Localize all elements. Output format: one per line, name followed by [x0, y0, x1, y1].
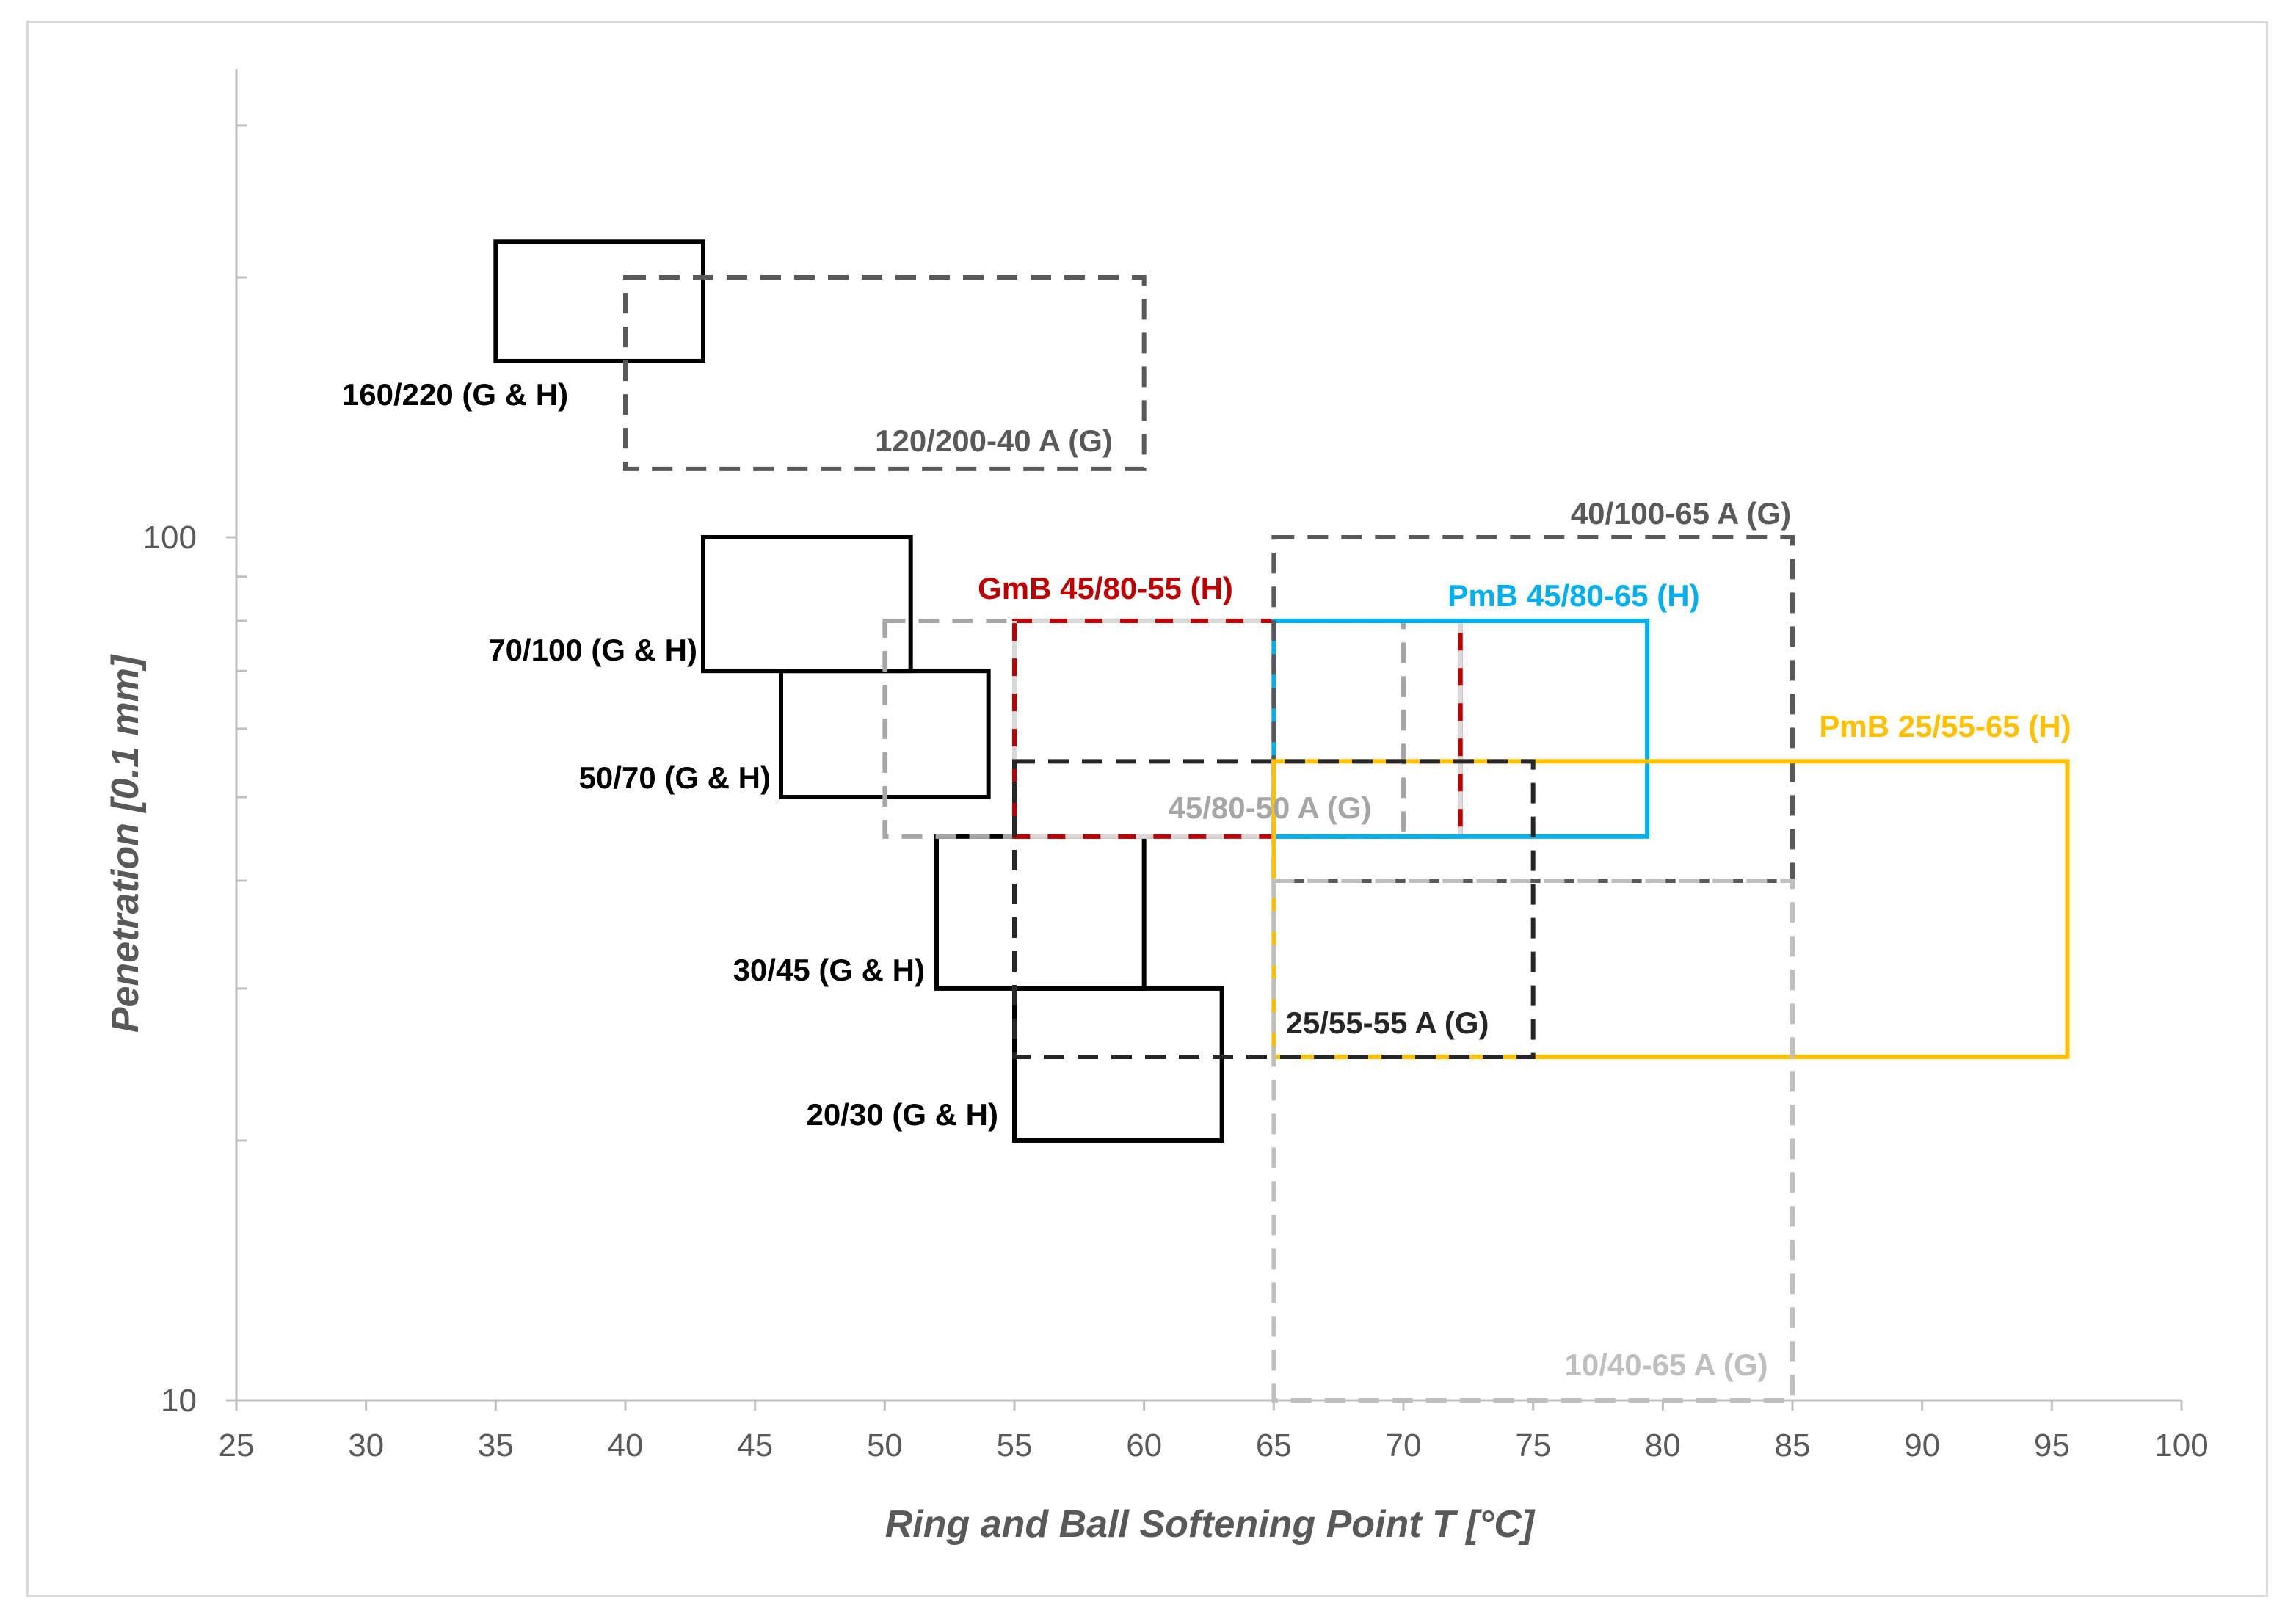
x-tick-label: 70	[1386, 1428, 1422, 1463]
box-label-45-80-50-a-g: 45/80-50 A (G)	[1169, 790, 1372, 825]
box-label-40-100-65-a-g: 40/100-65 A (G)	[1571, 496, 1791, 531]
y-axis-title: Penetration [0.1 mm]	[104, 654, 147, 1033]
x-tick-label: 60	[1126, 1428, 1162, 1463]
range-box-gmb-45-80-55-h-dash-overlay	[1012, 618, 1463, 839]
x-tick-label: 65	[1256, 1428, 1292, 1463]
range-box-pmb-25-55-65-h	[1271, 759, 2070, 1060]
box-label-10-40-65-a-g: 10/40-65 A (G)	[1565, 1348, 1768, 1382]
box-label-20-30-g-h: 20/30 (G & H)	[807, 1097, 998, 1132]
x-tick-label: 45	[737, 1428, 773, 1463]
x-tick-label: 75	[1515, 1428, 1551, 1463]
x-tick-label: 35	[478, 1428, 514, 1463]
x-tick-label: 50	[867, 1428, 903, 1463]
x-tick-label: 55	[997, 1428, 1033, 1463]
y-tick-label: 100	[143, 520, 197, 556]
box-label-pmb-45-80-65-h: PmB 45/80-65 (H)	[1447, 578, 1699, 613]
chart-frame	[26, 21, 2268, 1597]
box-label-gmb-45-80-55-h: GmB 45/80-55 (H)	[978, 571, 1233, 605]
box-label-25-55-55-a-g: 25/55-55 A (G)	[1286, 1005, 1489, 1040]
range-box-30-45-g-h	[934, 834, 1147, 991]
x-axis-title: Ring and Ball Softening Point T [°C]	[885, 1503, 1536, 1546]
box-label-pmb-25-55-65-h: PmB 25/55-65 (H)	[1819, 709, 2071, 743]
range-box-70-100-g-h	[701, 535, 913, 674]
x-tick-label: 85	[1775, 1428, 1811, 1463]
y-tick-label: 10	[161, 1383, 197, 1419]
box-label-160-220-g-h: 160/220 (G & H)	[342, 377, 568, 412]
range-box-20-30-g-h	[1012, 986, 1224, 1143]
x-tick-label: 30	[348, 1428, 384, 1463]
box-label-70-100-g-h: 70/100 (G & H)	[488, 633, 697, 667]
box-label-50-70-g-h: 50/70 (G & H)	[579, 760, 771, 795]
x-tick-label: 100	[2154, 1428, 2208, 1463]
box-label-30-45-g-h: 30/45 (G & H)	[733, 953, 925, 987]
range-box-40-100-65-a-g	[1271, 535, 1795, 883]
x-tick-label: 90	[1904, 1428, 1940, 1463]
range-box-120-200-40-a-g	[623, 274, 1147, 471]
range-box-160-220-g-h	[493, 239, 705, 363]
x-tick-label: 95	[2034, 1428, 2070, 1463]
x-tick-label: 40	[608, 1428, 644, 1463]
x-tick-label: 80	[1645, 1428, 1681, 1463]
x-tick-label: 25	[219, 1428, 255, 1463]
box-label-120-200-40-a-g: 120/200-40 A (G)	[875, 423, 1113, 458]
